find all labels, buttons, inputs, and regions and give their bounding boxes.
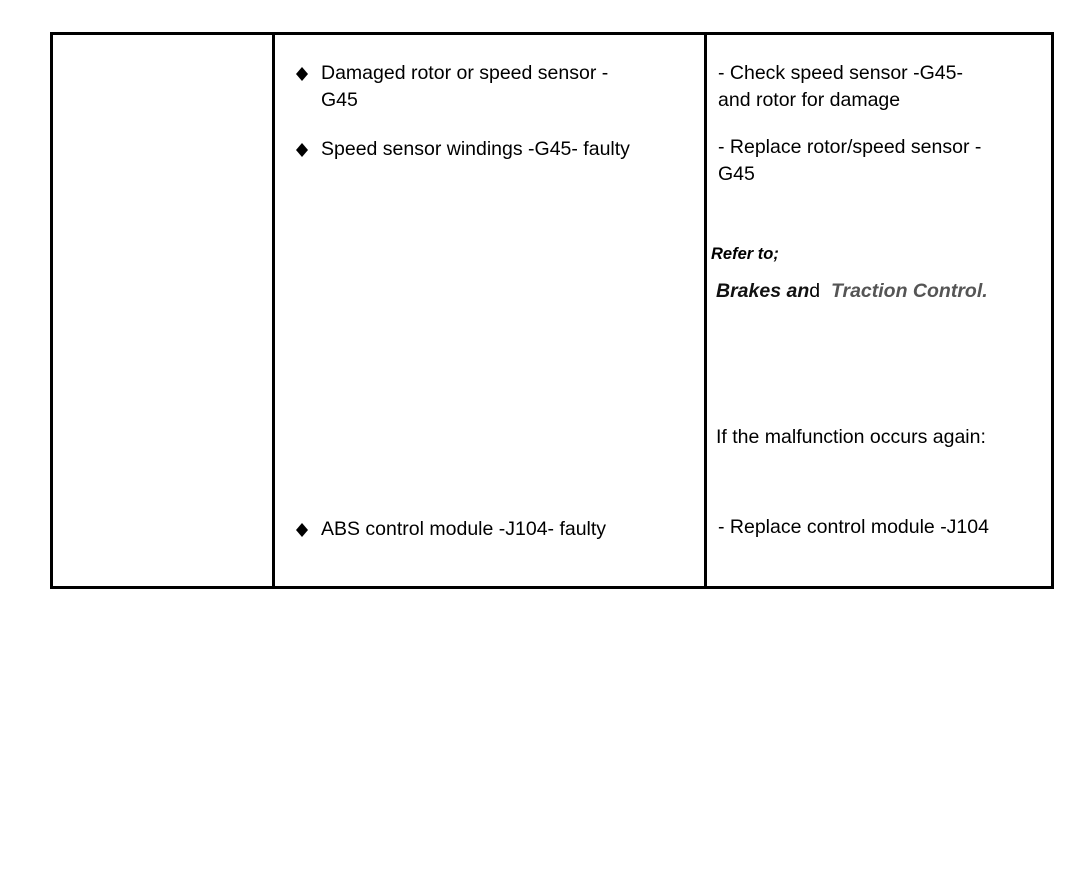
- column-divider: [704, 35, 707, 586]
- diagnostic-table: [50, 32, 1054, 589]
- reference-part-2: d: [809, 280, 821, 302]
- cause-3: ABS control module -J104- faulty: [321, 518, 607, 540]
- remedy-3: - Replace control module -J104: [718, 516, 989, 538]
- malfunction-note: If the malfunction occurs again:: [716, 426, 986, 448]
- remedy-2-line-2: G45: [718, 163, 755, 185]
- cause-2: Speed sensor windings -G45- faulty: [321, 138, 630, 160]
- diamond-bullet-icon: [296, 523, 308, 537]
- remedy-1-line-2: and rotor for damage: [718, 89, 901, 111]
- column-divider: [272, 35, 275, 586]
- reference-part-1: Brakes an: [716, 280, 810, 302]
- diamond-bullet-icon: [296, 143, 308, 157]
- cause-1-line-1: Damaged rotor or speed sensor -: [321, 62, 609, 84]
- refer-to-label: Refer to;: [711, 245, 779, 263]
- reference-part-3: Traction Control.: [830, 280, 988, 302]
- remedy-2-line-1: - Replace rotor/speed sensor -: [718, 136, 982, 158]
- cause-1-line-2: G45: [321, 89, 358, 111]
- reference-link[interactable]: Brakes and Traction Control.: [716, 280, 988, 303]
- diamond-bullet-icon: [296, 67, 308, 81]
- remedy-1-line-1: - Check speed sensor -G45-: [718, 62, 963, 84]
